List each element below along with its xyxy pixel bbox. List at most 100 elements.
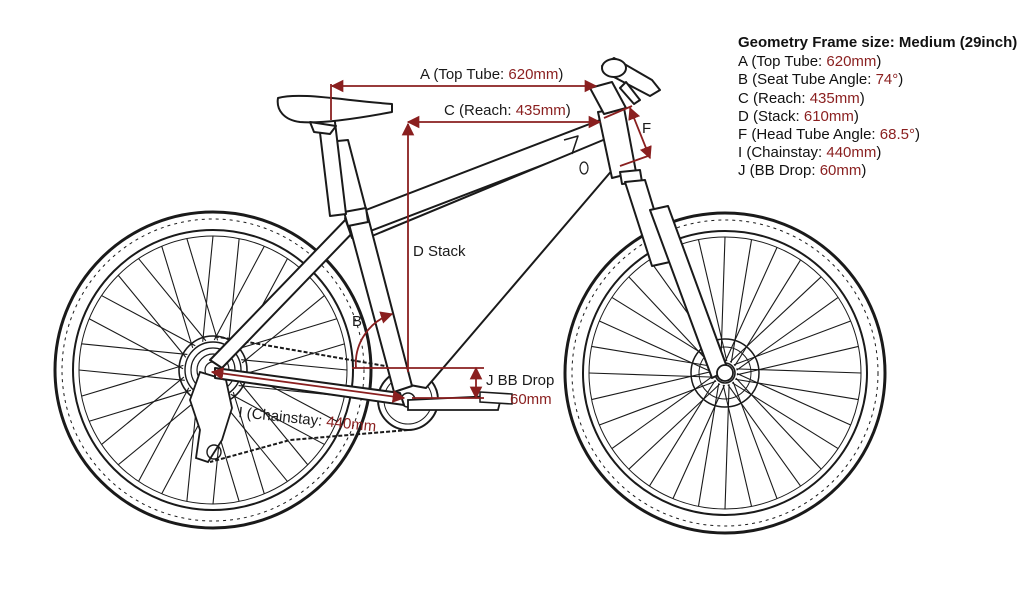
front-tire <box>563 211 887 535</box>
drivetrain <box>189 335 513 464</box>
legend-item-suffix: ) <box>914 126 920 144</box>
legend-item-value: 435mm <box>809 89 860 107</box>
chainstay-annotation: I (Chainstay: 440mm <box>238 404 377 435</box>
spoke <box>101 376 185 445</box>
spoke <box>138 387 190 482</box>
chain-bottom <box>209 429 409 463</box>
top-tube-annotation: A (Top Tube: 620mm) <box>420 66 563 83</box>
legend-item-suffix: ) <box>876 144 882 162</box>
spoke <box>729 276 822 363</box>
spoke <box>241 295 325 364</box>
spoke <box>241 359 348 371</box>
spoke <box>599 320 714 373</box>
spoke <box>735 377 822 470</box>
legend-rows: A (Top Tube: 620mm)B (Seat Tube Angle: 7… <box>738 53 1018 180</box>
spoke <box>81 343 188 355</box>
spoke <box>736 373 851 426</box>
spoke <box>101 295 196 347</box>
legend-item-label: F (Head Tube Angle: <box>738 126 880 144</box>
spoke <box>186 238 219 341</box>
spoke <box>628 276 715 369</box>
rear-derailleur <box>189 370 233 464</box>
spoke <box>117 396 201 466</box>
legend-item-suffix: ) <box>853 107 859 125</box>
legend-item-label: B (Seat Tube Angle: <box>738 71 876 89</box>
head-tube-annotation: F <box>642 120 651 137</box>
seat-angle-annotation: B <box>352 313 362 330</box>
spoke <box>588 372 714 378</box>
legend-item: I (Chainstay: 440mm) <box>738 144 1018 162</box>
spoke <box>628 383 721 470</box>
spoke <box>599 380 717 426</box>
saddle-assembly <box>276 94 393 217</box>
legend-item: D (Stack: 610mm) <box>738 108 1018 126</box>
seat-tube <box>326 139 413 393</box>
legend-item-label: D (Stack: <box>738 107 804 125</box>
spoke <box>648 379 716 487</box>
front-tire-tread <box>571 219 879 527</box>
spoke <box>732 381 778 499</box>
legend-item: C (Reach: 435mm) <box>738 90 1018 108</box>
reach-annotation: C (Reach: 435mm) <box>444 102 571 119</box>
spoke <box>202 235 214 342</box>
seatpost-clamp <box>343 207 369 227</box>
legend-item-label: A (Top Tube: <box>738 53 827 71</box>
legend-title: Geometry Frame size: Medium (29inch) <box>738 34 1018 51</box>
legend-item-label: C (Reach: <box>738 89 810 107</box>
frame <box>209 107 637 406</box>
legend-item-value: 68.5° <box>879 126 915 144</box>
spoke <box>228 238 240 345</box>
spoke <box>89 389 192 422</box>
spoke <box>234 318 337 351</box>
spoke <box>213 245 265 341</box>
brake-lever <box>619 81 641 105</box>
legend-item-label: I (Chainstay: <box>738 144 827 162</box>
legend-item-suffix: ) <box>898 71 904 89</box>
dimension-lines <box>210 79 652 403</box>
fork <box>619 169 734 382</box>
spoke <box>733 320 851 366</box>
legend-item-suffix: ) <box>859 89 865 107</box>
pedal <box>479 391 513 405</box>
legend-item-suffix: ) <box>861 162 867 180</box>
spoke <box>724 384 730 510</box>
chainstay-line <box>210 367 406 403</box>
legend-item: A (Top Tube: 620mm) <box>738 53 1018 71</box>
head-tube-dim <box>628 106 652 160</box>
spoke <box>731 382 839 450</box>
seat-angle-arc <box>354 311 394 369</box>
spoke <box>736 345 859 376</box>
spoke <box>734 259 802 367</box>
legend-item-value: 60mm <box>819 162 862 180</box>
legend-item: B (Seat Tube Angle: 74°) <box>738 71 1018 89</box>
legend-item: F (Head Tube Angle: 68.5°) <box>738 126 1018 144</box>
bb-drop-value: 60mm <box>510 391 552 408</box>
legend-item-suffix: ) <box>876 53 882 71</box>
spoke <box>138 258 207 342</box>
geometry-legend: Geometry Frame size: Medium (29inch) A (… <box>738 34 1018 181</box>
saddle <box>276 94 393 124</box>
legend-item-value: 74° <box>875 71 899 89</box>
legend-item-value: 610mm <box>803 107 854 125</box>
brand-logo <box>563 135 579 155</box>
handlebar-grip <box>601 58 627 78</box>
spoke <box>720 236 726 362</box>
cockpit <box>589 57 661 115</box>
legend-item-value: 440mm <box>826 144 877 162</box>
legend-item-label: J (BB Drop: <box>738 162 820 180</box>
spoke <box>117 274 187 358</box>
stack-annotation: D Stack <box>413 243 466 260</box>
bb-drop-annotation: J BB Drop <box>486 372 554 389</box>
spoke <box>672 384 725 499</box>
spoke <box>88 318 184 370</box>
spoke <box>725 247 778 362</box>
seatstay <box>209 214 361 369</box>
spoke <box>161 246 194 349</box>
spoke <box>81 364 184 397</box>
spoke <box>232 391 265 494</box>
spoke <box>242 343 345 376</box>
spoke <box>78 369 185 381</box>
legend-item-value: 620mm <box>826 53 877 71</box>
legend-item: J (BB Drop: 60mm) <box>738 162 1018 180</box>
